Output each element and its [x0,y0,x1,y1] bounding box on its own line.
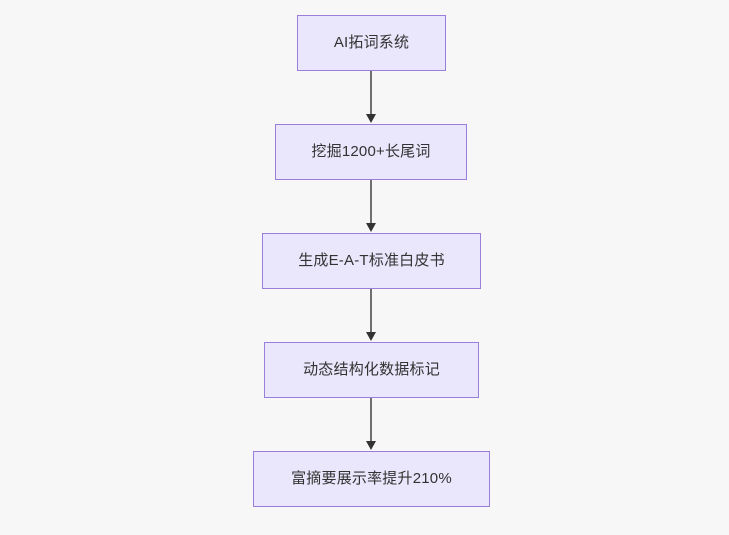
flow-arrowhead-3-4 [366,332,376,341]
flow-arrowhead-1-2 [366,114,376,123]
flow-node-5[interactable]: 富摘要展示率提升210% [253,451,490,507]
flow-node-1[interactable]: AI拓词系统 [297,15,446,71]
flow-edge-2-3 [370,180,372,224]
flow-node-5-label: 富摘要展示率提升210% [291,470,452,487]
flow-node-1-label: AI拓词系统 [333,34,410,51]
flow-node-2[interactable]: 挖掘1200+长尾词 [275,124,467,180]
flow-node-4[interactable]: 动态结构化数据标记 [264,342,479,398]
flow-node-2-label: 挖掘1200+长尾词 [311,143,431,160]
flow-edge-3-4 [370,289,372,333]
flow-arrowhead-2-3 [366,223,376,232]
flow-arrowhead-4-5 [366,441,376,450]
flow-node-3[interactable]: 生成E-A-T标准白皮书 [262,233,481,289]
flow-node-4-label: 动态结构化数据标记 [303,361,440,378]
flow-edge-4-5 [370,398,372,442]
flow-edge-1-2 [370,71,372,115]
flow-node-3-label: 生成E-A-T标准白皮书 [298,252,445,269]
